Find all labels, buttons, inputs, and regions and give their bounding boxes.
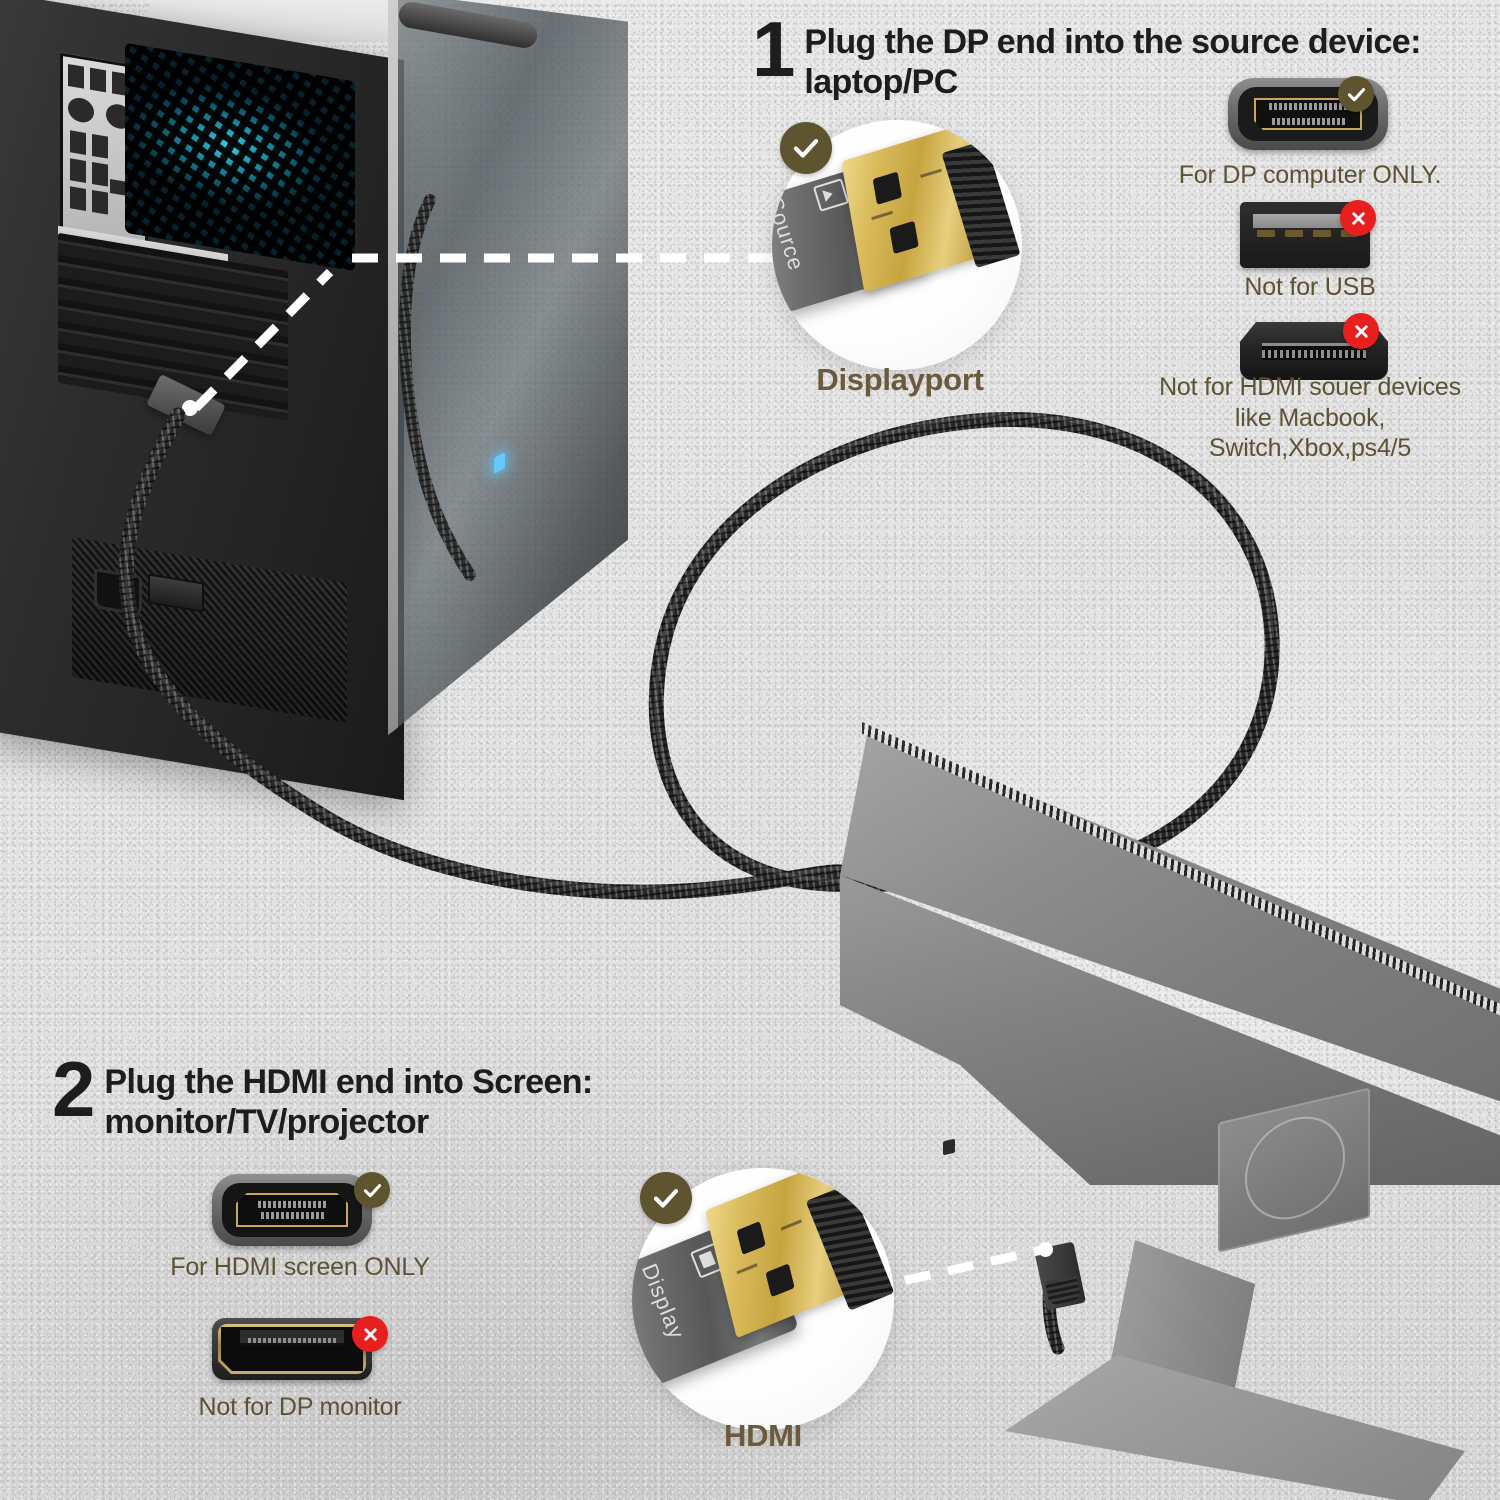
step-2-heading: 2 Plug the HDMI end into Screen: monitor… xyxy=(52,1045,692,1142)
usb-port-caption: Not for USB xyxy=(1244,273,1376,301)
step-2-number: 2 xyxy=(52,1045,95,1133)
dp-female-port-graphic xyxy=(212,1318,372,1380)
dp-callout-caption: Displayport xyxy=(816,362,984,397)
step-1-heading: 1 Plug the DP end into the source device… xyxy=(752,5,1472,102)
check-badge-hdmi-callout xyxy=(640,1172,692,1224)
check-badge-hdmi-female xyxy=(354,1172,390,1208)
cross-badge-hdmi-port xyxy=(1343,313,1379,349)
step-1-number: 1 xyxy=(752,5,795,93)
hdmi-port-caption: Not for HDMI souer devices like Macbook,… xyxy=(1159,373,1461,462)
check-badge-dp-port xyxy=(1338,76,1374,112)
step-2-text: Plug the HDMI end into Screen: monitor/T… xyxy=(104,1063,593,1142)
dp-female-caption: Not for DP monitor xyxy=(198,1393,402,1421)
hdmi-female-port-graphic xyxy=(212,1174,372,1246)
check-badge-dp-callout xyxy=(780,122,832,174)
hdmi-female-caption: For HDMI screen ONLY xyxy=(170,1253,430,1281)
hdmi-callout-caption: HDMI xyxy=(723,1418,802,1453)
cross-badge-dp-female xyxy=(352,1316,388,1352)
dp-port-caption: For DP computer ONLY. xyxy=(1178,161,1442,189)
cross-badge-usb-port xyxy=(1340,200,1376,236)
glass-panel-edge xyxy=(388,0,398,735)
step-1-text: Plug the DP end into the source device: … xyxy=(804,23,1421,102)
